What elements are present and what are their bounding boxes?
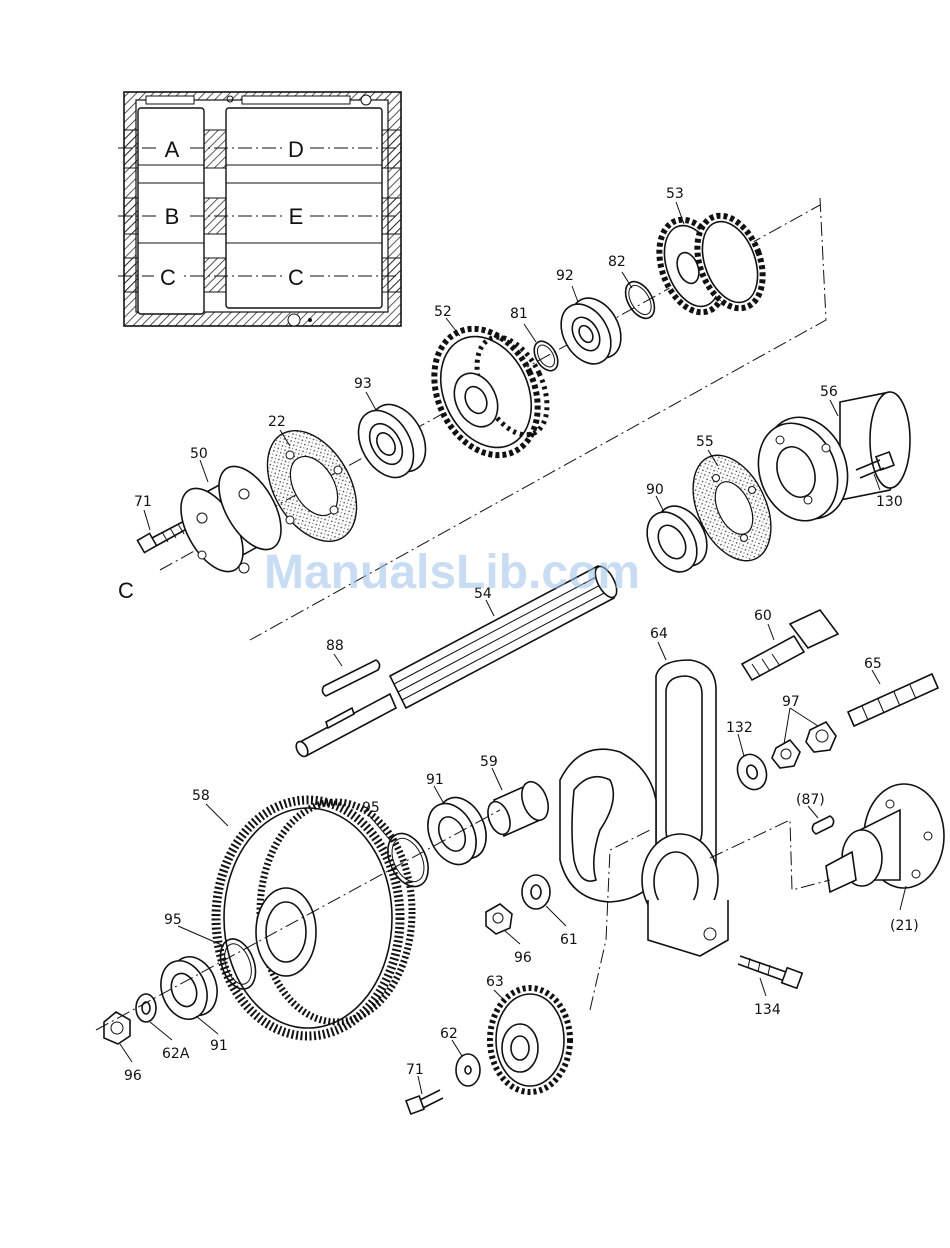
nut-97: [772, 722, 836, 768]
part-label-71-upper: 71: [134, 494, 152, 510]
part-label-59: 59: [480, 754, 498, 770]
large-gear-58: [216, 800, 412, 1036]
part-label-87: (87): [796, 792, 825, 808]
nut-96-lower: [104, 1012, 130, 1044]
screw-134: [738, 956, 802, 988]
snap-ring-82: [620, 277, 661, 324]
part-label-130: 130: [876, 494, 903, 510]
part-label-97: 97: [782, 694, 800, 710]
part-label-21: (21): [890, 918, 919, 934]
part-label-91-upper: 91: [426, 772, 444, 788]
part-label-81: 81: [510, 306, 528, 322]
part-label-134: 134: [754, 1002, 781, 1018]
part-label-93: 93: [354, 376, 372, 392]
bearing-91-lower: [153, 950, 225, 1025]
double-gear-53: [647, 207, 774, 322]
part-label-92: 92: [556, 268, 574, 284]
bearing-92: [551, 289, 631, 372]
part-label-60: 60: [754, 608, 772, 624]
part-label-58: 58: [192, 788, 210, 804]
part-label-96-lower: 96: [124, 1068, 142, 1084]
inset-cell-a: A: [165, 137, 180, 162]
part-label-63: 63: [486, 974, 504, 990]
part-label-55: 55: [696, 434, 714, 450]
inset-cell-b: B: [165, 204, 180, 229]
part-label-90: 90: [646, 482, 664, 498]
hub-21: [826, 784, 944, 892]
part-label-64: 64: [650, 626, 668, 642]
washer-62: [456, 1054, 480, 1086]
gearbox-inset: A B C D E C: [118, 92, 404, 326]
gear-52: [415, 312, 562, 472]
part-label-50: 50: [190, 446, 208, 462]
inset-cell-c-right: C: [288, 265, 304, 290]
spacer-59: [484, 778, 553, 837]
part-label-62a: 62A: [162, 1046, 190, 1062]
nut-96-upper: [486, 904, 512, 934]
part-label-56: 56: [820, 384, 838, 400]
part-label-65: 65: [864, 656, 882, 672]
bearing-93: [347, 395, 437, 487]
key-87: [812, 816, 833, 834]
part-label-82: 82: [608, 254, 626, 270]
washer-61: [522, 875, 550, 909]
bracket-arm-64: [560, 660, 728, 956]
part-label-95-upper: 95: [362, 800, 380, 816]
section-label: C: [118, 578, 134, 603]
part-label-96-upper: 96: [514, 950, 532, 966]
screw-71-lower: [406, 1090, 443, 1114]
part-label-61: 61: [560, 932, 578, 948]
part-label-62: 62: [440, 1026, 458, 1042]
part-label-95-lower: 95: [164, 912, 182, 928]
part-label-53: 53: [666, 186, 684, 202]
washer-62a: [136, 994, 156, 1022]
part-label-22: 22: [268, 414, 286, 430]
key-88: [322, 660, 379, 696]
part-label-91-lower: 91: [210, 1038, 228, 1054]
part-label-71-lower: 71: [406, 1062, 424, 1078]
inset-cell-d: D: [288, 137, 304, 162]
inset-cell-c-left: C: [160, 265, 176, 290]
gear-63: [490, 988, 570, 1092]
part-label-52: 52: [434, 304, 452, 320]
bearing-91-upper: [419, 790, 496, 873]
watermark: ManualsLib.com: [264, 546, 640, 599]
threaded-rod-65: [848, 674, 938, 726]
washer-132: [733, 750, 772, 793]
part-label-132: 132: [726, 720, 753, 736]
inset-cell-e: E: [289, 204, 304, 229]
part-label-88: 88: [326, 638, 344, 654]
